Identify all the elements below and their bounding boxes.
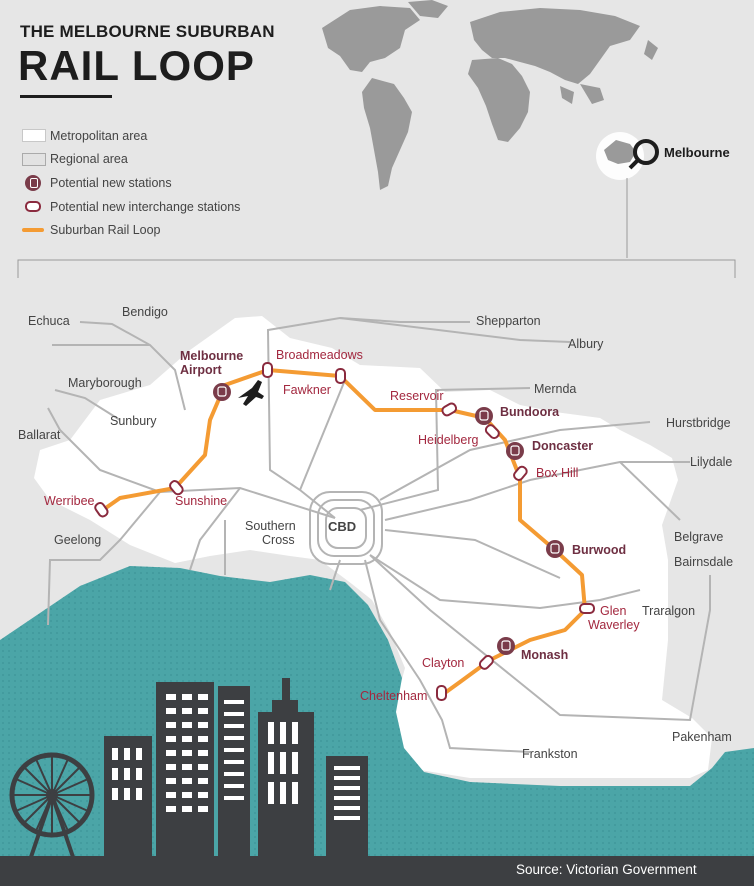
train-station-icon bbox=[546, 540, 564, 558]
station-label: Clayton bbox=[422, 656, 464, 670]
station-label: Heidelberg bbox=[418, 433, 479, 447]
place-label: Hurstbridge bbox=[666, 416, 731, 430]
rail-loop-swatch bbox=[22, 228, 44, 233]
place-label: Belgrave bbox=[674, 530, 723, 544]
source-credit: Source: Victorian Government bbox=[516, 862, 697, 877]
legend-item-new-interchange: Potential new interchange stations bbox=[22, 195, 240, 219]
legend-label: Potential new interchange stations bbox=[50, 199, 241, 214]
station-label: Burwood bbox=[572, 543, 626, 557]
magnifier-icon bbox=[633, 139, 659, 165]
place-label: Pakenham bbox=[672, 730, 732, 744]
train-station-icon bbox=[497, 637, 515, 655]
locator: Melbourne bbox=[596, 132, 730, 258]
legend-label: Metropolitan area bbox=[50, 128, 148, 143]
interchange-icon bbox=[25, 201, 41, 213]
place-label: Bairnsdale bbox=[674, 555, 733, 569]
place-label: Southern bbox=[245, 519, 296, 533]
title-line-2: RAIL LOOP bbox=[18, 42, 255, 89]
zoom-bracket bbox=[17, 259, 736, 278]
station-label: Glen bbox=[600, 604, 626, 618]
station-label: Fawkner bbox=[283, 383, 331, 397]
legend-item-rail-loop: Suburban Rail Loop bbox=[22, 218, 240, 242]
place-label: Cross bbox=[262, 533, 295, 547]
place-label: Traralgon bbox=[642, 604, 695, 618]
legend-item-new-station: Potential new stations bbox=[22, 171, 240, 195]
place-label: Bendigo bbox=[122, 305, 168, 319]
locator-label: Melbourne bbox=[664, 145, 730, 160]
new-station-markers bbox=[213, 383, 564, 655]
station-label: Doncaster bbox=[532, 439, 593, 453]
station-label: Monash bbox=[521, 648, 568, 662]
regional-swatch bbox=[22, 152, 46, 166]
legend: Metropolitan area Regional area Potentia… bbox=[22, 124, 240, 242]
legend-label: Suburban Rail Loop bbox=[50, 223, 161, 238]
station-label: Sunshine bbox=[175, 494, 227, 508]
station-label: Airport bbox=[180, 363, 223, 377]
legend-label: Potential new stations bbox=[50, 175, 172, 190]
station-label: Box Hill bbox=[536, 466, 578, 480]
station-label: Bundoora bbox=[500, 405, 560, 419]
legend-item-regional: Regional area bbox=[22, 148, 240, 172]
legend-label: Regional area bbox=[50, 152, 128, 167]
rail-network bbox=[47, 316, 711, 753]
train-station-icon bbox=[506, 442, 524, 460]
new-station-labels: Melbourne Airport Bundoora Doncaster Bur… bbox=[180, 349, 626, 662]
cbd-label: CBD bbox=[328, 519, 356, 534]
place-label: Sunbury bbox=[110, 414, 157, 428]
place-label: Mernda bbox=[534, 382, 576, 396]
interchange-markers bbox=[94, 362, 595, 701]
place-label: Maryborough bbox=[68, 376, 142, 390]
ferris-wheel-icon bbox=[9, 752, 95, 862]
train-station-icon bbox=[475, 407, 493, 425]
place-label: Ballarat bbox=[18, 428, 61, 442]
world-map bbox=[322, 0, 658, 190]
legend-item-metropolitan: Metropolitan area bbox=[22, 124, 240, 148]
station-label: Cheltenham bbox=[360, 689, 427, 703]
station-label: Werribee bbox=[44, 494, 95, 508]
place-label: Frankston bbox=[522, 747, 578, 761]
airplane-icon bbox=[238, 380, 264, 406]
place-label: Albury bbox=[568, 337, 604, 351]
metropolitan-swatch bbox=[22, 129, 46, 143]
place-label: Shepparton bbox=[476, 314, 541, 328]
station-label: Reservoir bbox=[390, 389, 444, 403]
terminus-labels: Echuca Bendigo Shepparton Albury Marybor… bbox=[18, 305, 733, 761]
train-station-icon bbox=[25, 174, 41, 191]
train-station-icon bbox=[213, 383, 231, 401]
station-label: Broadmeadows bbox=[276, 348, 363, 362]
station-label: Melbourne bbox=[180, 349, 243, 363]
title-underline bbox=[20, 95, 112, 98]
building-windows bbox=[112, 694, 360, 820]
place-label: Echuca bbox=[28, 314, 70, 328]
place-label: Lilydale bbox=[690, 455, 732, 469]
cbd-loop bbox=[309, 491, 383, 565]
title-line-1: THE MELBOURNE SUBURBAN bbox=[20, 22, 275, 41]
station-label: Waverley bbox=[588, 618, 640, 632]
station-labels: Werribee Sunshine Broadmeadows Fawkner R… bbox=[44, 348, 640, 703]
place-label: Geelong bbox=[54, 533, 101, 547]
